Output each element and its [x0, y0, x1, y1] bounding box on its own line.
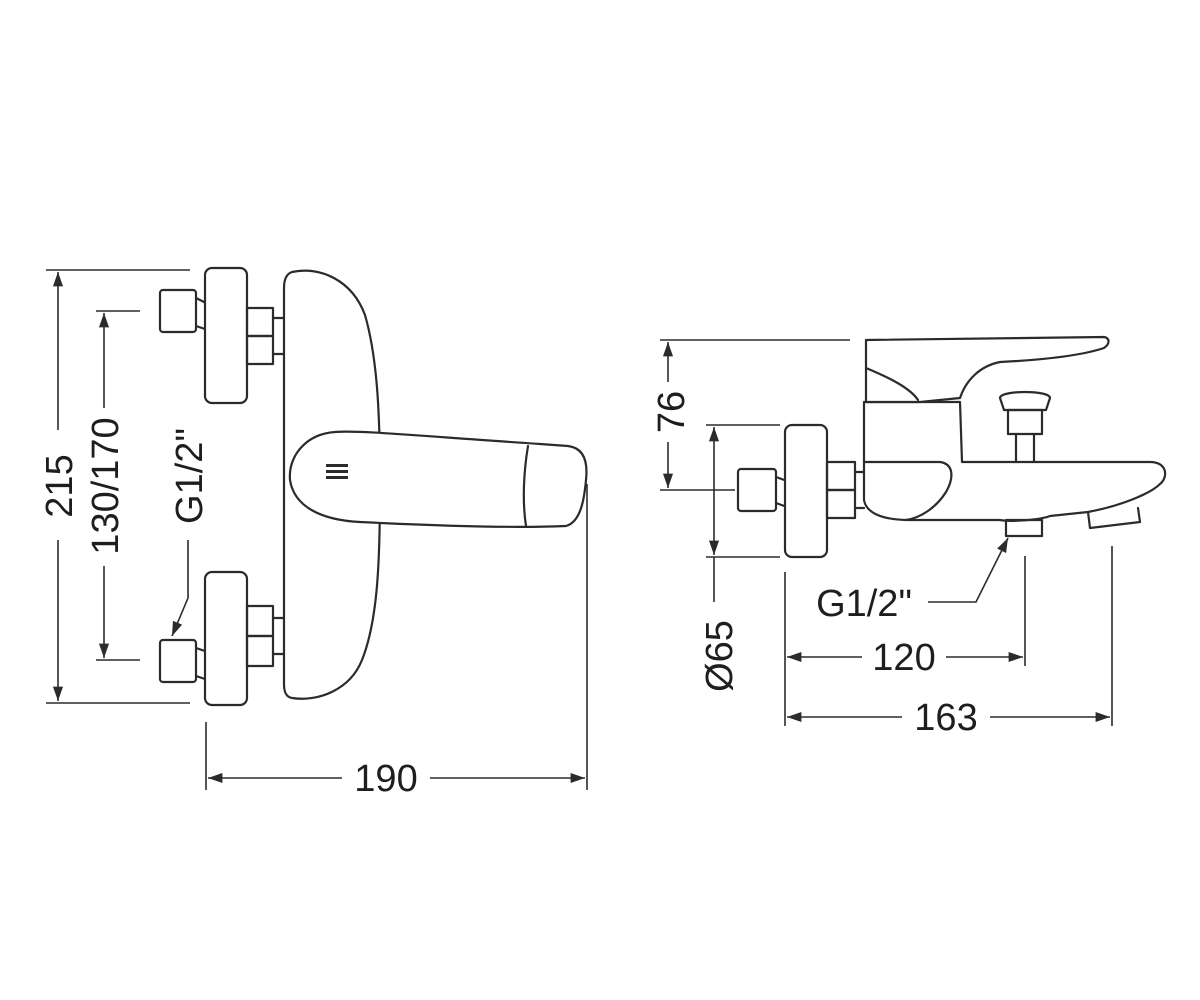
side-lever [864, 335, 1110, 404]
width-label: 190 [354, 758, 417, 800]
front-view: 215 130/170 G1/2" 190 [39, 266, 588, 800]
brand-logo [326, 464, 348, 479]
dimension-centers: 130/170 [85, 310, 140, 661]
lower-connector [158, 570, 285, 707]
height-label: 215 [39, 454, 81, 517]
upper-connector [158, 266, 285, 405]
thread-callout-front: G1/2" [169, 428, 211, 637]
side-view: 76 Ø65 G1/2" 120 163 [651, 335, 1167, 739]
dimension-depth: 163 [787, 546, 1113, 739]
front-thread-label: G1/2" [169, 428, 211, 524]
diverter-knob [998, 390, 1052, 464]
projection-label: 76 [651, 391, 693, 433]
shower-outlet [1004, 518, 1044, 538]
centers-label: 130/170 [85, 417, 127, 554]
dimension-spout: 120 [784, 556, 1026, 726]
side-thread-label: G1/2" [816, 583, 912, 625]
dimension-diameter: Ø65 [699, 424, 780, 692]
thread-callout-side: G1/2" [816, 537, 1009, 625]
dimension-height: 215 [39, 269, 190, 704]
dimension-projection: 76 [651, 339, 850, 491]
dimension-width: 190 [205, 484, 588, 800]
side-connector [736, 423, 866, 559]
spout-tip [1086, 506, 1142, 530]
spout-label: 120 [872, 637, 935, 679]
lever-handle [288, 430, 588, 528]
depth-label: 163 [914, 697, 977, 739]
diameter-label: Ø65 [699, 620, 741, 692]
